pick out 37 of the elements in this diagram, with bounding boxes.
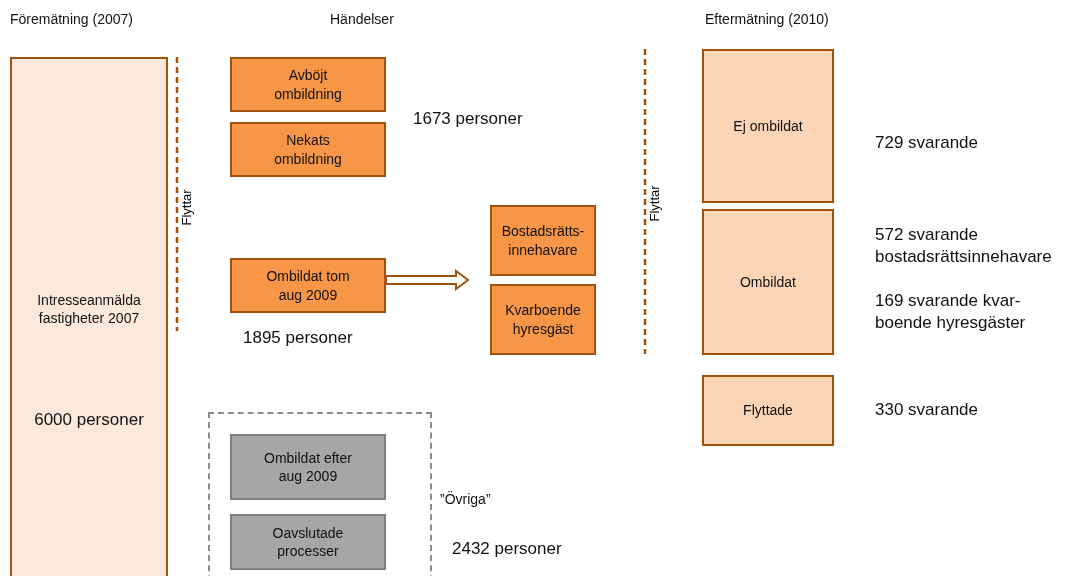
box-text: Ombildat efter aug 2009 xyxy=(263,448,353,486)
process-box xyxy=(230,514,386,570)
box-text: Avböjt ombildning xyxy=(273,66,343,103)
column-heading: Föremätning (2007) xyxy=(10,10,133,29)
box-text: Nekats ombildning xyxy=(273,131,343,168)
box-text: Ej ombildat xyxy=(732,116,804,136)
process-box xyxy=(10,57,168,576)
count-note: 169 svarande kvar- boende hyresgäster xyxy=(875,290,1027,335)
column-heading: Händelser xyxy=(330,10,394,29)
process-box xyxy=(230,258,386,313)
process-box xyxy=(230,57,386,112)
count-note: ”Övriga” xyxy=(440,490,492,509)
box-text: 6000 personer xyxy=(33,409,145,432)
process-box xyxy=(490,205,596,276)
box-text: Intresseanmälda fastigheter 2007 xyxy=(36,291,142,328)
process-box xyxy=(230,122,386,177)
box-text: Oavslutade processer xyxy=(271,523,345,561)
box-text: Ombildat tom aug 2009 xyxy=(265,267,351,304)
process-box xyxy=(230,434,386,500)
box-text: Ombildat xyxy=(739,272,797,292)
box-text: Bostadsrätts- innehavare xyxy=(500,222,586,259)
side-label: Flyttar xyxy=(178,189,194,226)
count-note: 729 svarande xyxy=(875,132,980,154)
count-note: 1673 personer xyxy=(413,108,523,130)
count-note: 330 svarande xyxy=(875,399,980,421)
side-label: Flyttar xyxy=(646,185,662,222)
process-box xyxy=(702,49,834,203)
column-heading: Eftermätning (2010) xyxy=(705,10,829,29)
count-note: 1895 personer xyxy=(243,327,354,349)
box-text: Flyttade xyxy=(742,401,794,420)
process-box xyxy=(702,209,834,355)
count-note: 2432 personer xyxy=(452,538,563,560)
count-note: 572 svarande bostadsrättsinnehavare xyxy=(875,224,1053,269)
process-box xyxy=(702,375,834,446)
box-text: Kvarboende hyresgäst xyxy=(504,301,582,338)
hollow-arrow xyxy=(385,269,470,291)
process-box xyxy=(490,284,596,355)
